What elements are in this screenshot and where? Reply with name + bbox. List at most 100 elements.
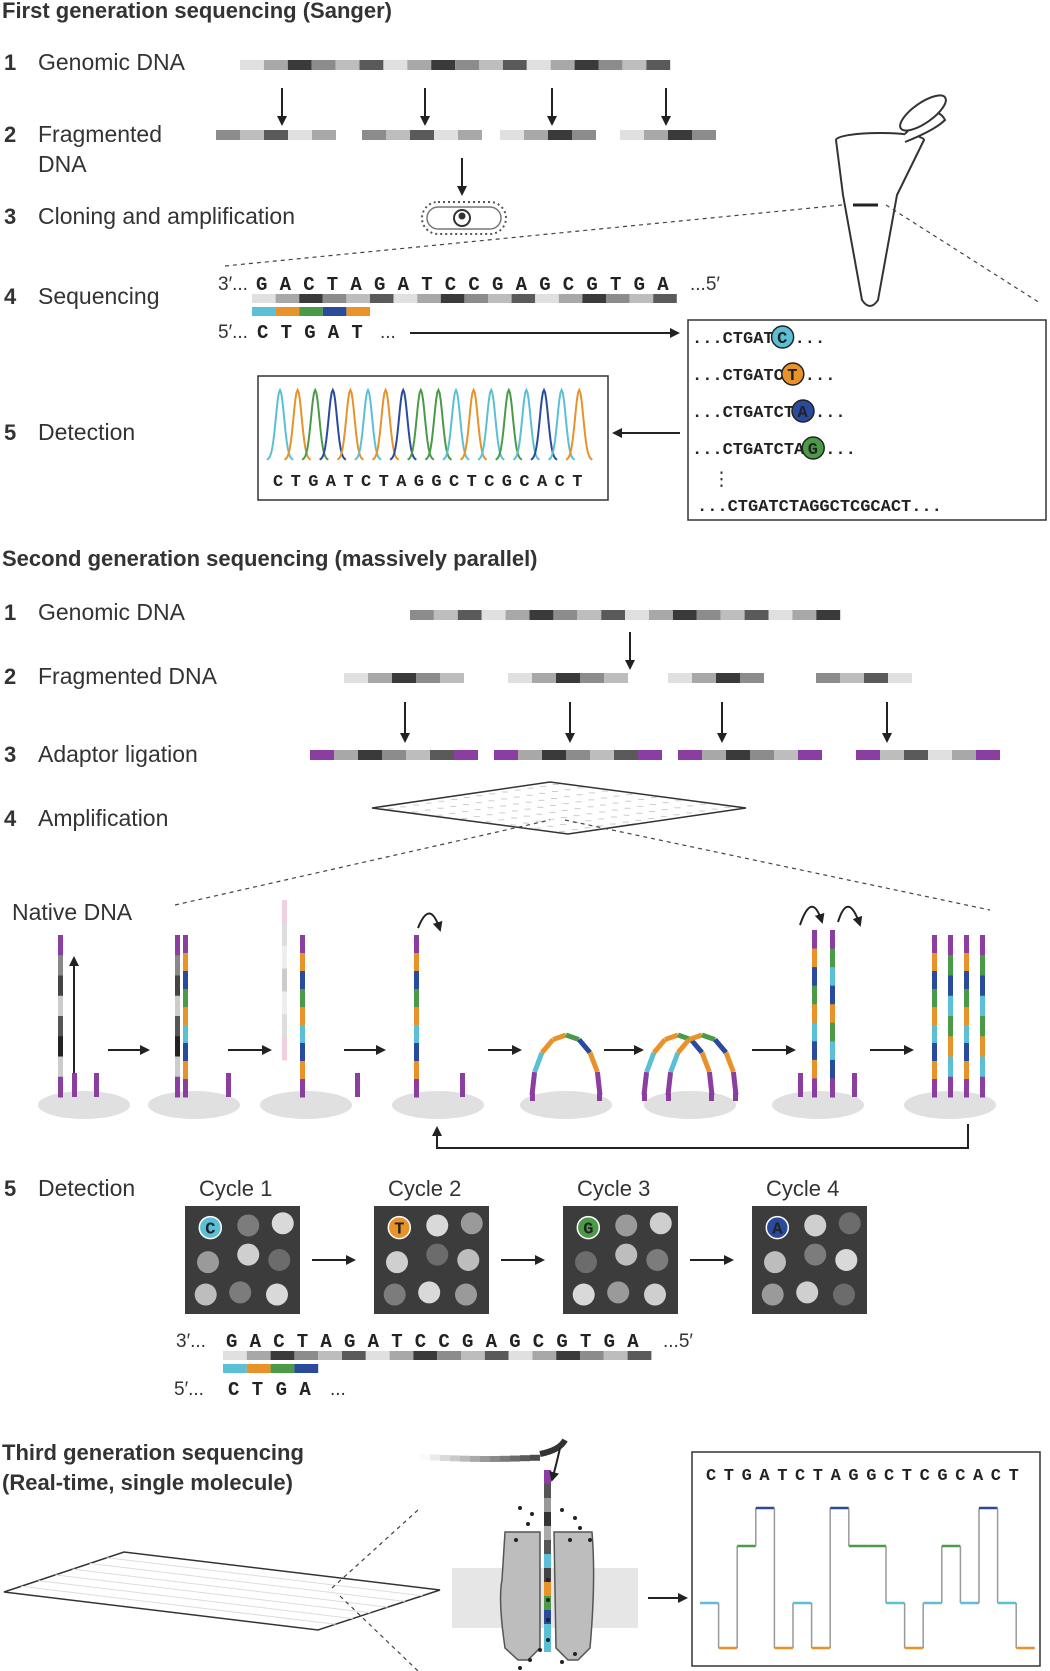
dna-segment xyxy=(553,610,578,620)
dna-segment xyxy=(479,60,503,70)
dna-segment xyxy=(294,1351,319,1360)
template-base: C xyxy=(273,1331,284,1353)
strand-segment xyxy=(414,1079,419,1098)
dna-segment xyxy=(406,750,430,760)
strand-segment xyxy=(500,1455,510,1462)
template-base: C xyxy=(468,274,479,296)
strand-segment xyxy=(830,948,835,968)
cluster-spot xyxy=(835,1249,858,1271)
cluster-spot xyxy=(646,1249,669,1271)
ion-dot xyxy=(560,1508,564,1512)
dna-segment xyxy=(601,610,626,620)
ion-dot xyxy=(546,1598,550,1602)
ion-dot xyxy=(588,1538,592,1542)
template-base: G xyxy=(374,274,385,296)
template-base: A xyxy=(368,1331,380,1353)
step-label-line2: DNA xyxy=(38,151,87,177)
dna-segment xyxy=(386,130,410,140)
strand-segment xyxy=(948,975,953,997)
bridge-segment xyxy=(565,1032,580,1042)
strand-segment xyxy=(544,1526,551,1540)
second-gen-step-5: 5 Detection xyxy=(4,1175,135,1201)
strand-segment xyxy=(420,1454,430,1460)
strand-segment xyxy=(830,967,835,987)
dna-segment xyxy=(768,610,793,620)
dna-segment xyxy=(508,673,532,683)
cluster-spot xyxy=(237,1214,260,1237)
dna-segment xyxy=(638,750,662,760)
incorporated-base-icon xyxy=(765,1215,790,1240)
primer-base-T xyxy=(346,307,370,316)
template-base: T xyxy=(297,1331,308,1353)
ion-dot xyxy=(514,1538,518,1542)
ladder-fragment: ...CTGATCT xyxy=(692,404,794,423)
strand-segment xyxy=(414,1007,419,1026)
cluster-spot xyxy=(229,1281,252,1304)
dna-segment xyxy=(816,673,840,683)
template-base: G xyxy=(539,274,550,296)
ion-dot xyxy=(530,1512,534,1516)
current-signal-trace xyxy=(700,1506,1035,1650)
cluster-spot xyxy=(615,1243,638,1266)
strand-segment xyxy=(183,1025,188,1044)
ion-dot xyxy=(546,1578,550,1582)
strand-segment xyxy=(480,1455,490,1462)
dna-segment xyxy=(535,294,559,303)
strand-segment xyxy=(932,935,937,954)
step-label: Amplification xyxy=(38,805,168,831)
template-base: C xyxy=(303,274,314,296)
strand-segment xyxy=(183,1079,188,1098)
strand-segment xyxy=(440,1454,450,1461)
ions xyxy=(514,1506,592,1670)
dna-segment xyxy=(904,750,928,760)
step-label: Genomic DNA xyxy=(38,49,186,75)
cluster-spot xyxy=(386,1251,408,1274)
dna-segment xyxy=(590,750,614,760)
strand-segment xyxy=(964,953,969,972)
bridge-segment xyxy=(689,1037,704,1055)
called-base: G xyxy=(414,473,424,492)
bridge-segment xyxy=(594,1071,603,1096)
strand-segment xyxy=(460,1455,470,1462)
zoom-guide xyxy=(174,819,551,906)
template-base: C xyxy=(563,274,574,296)
strand-segment xyxy=(544,1484,551,1498)
bridge-segment xyxy=(577,1037,592,1055)
strand-segment xyxy=(282,922,287,947)
strand-segment xyxy=(183,1007,188,1026)
dna-segment xyxy=(252,294,276,303)
surface-pad xyxy=(644,1091,736,1119)
dna-segment xyxy=(417,294,441,303)
dna-segment xyxy=(454,750,478,760)
dna-segment xyxy=(692,673,716,683)
ion-dot xyxy=(573,1652,577,1656)
step-label: Fragmented xyxy=(38,121,162,147)
strand-segment xyxy=(183,1043,188,1062)
strand-segment xyxy=(58,995,63,1017)
primer-strand xyxy=(252,307,370,316)
chromatogram-peaks xyxy=(266,387,593,461)
ladder-ellipsis: ⋮ xyxy=(712,469,731,490)
second-gen-step-3: 3 Adaptor ligation xyxy=(4,741,198,767)
surface-pad xyxy=(520,1091,612,1119)
read-prefix: 5′... xyxy=(174,1379,204,1400)
strand-segment xyxy=(58,975,63,997)
dna-segment xyxy=(976,750,1000,760)
cluster-spot xyxy=(833,1283,855,1306)
ion-dot xyxy=(538,1648,542,1652)
strand-segment xyxy=(964,1043,969,1062)
cycle-repeat-arrow xyxy=(432,1124,969,1149)
signal-base: C xyxy=(884,1467,894,1486)
called-base: C xyxy=(555,473,565,492)
dna-segment xyxy=(270,1351,295,1360)
bridge-segment xyxy=(664,1032,679,1042)
strand-segment xyxy=(175,975,180,997)
dna-segment xyxy=(416,673,440,683)
strand-segment xyxy=(450,1455,460,1462)
bridge-segment xyxy=(723,1051,736,1073)
bridge-segment xyxy=(706,1071,715,1096)
